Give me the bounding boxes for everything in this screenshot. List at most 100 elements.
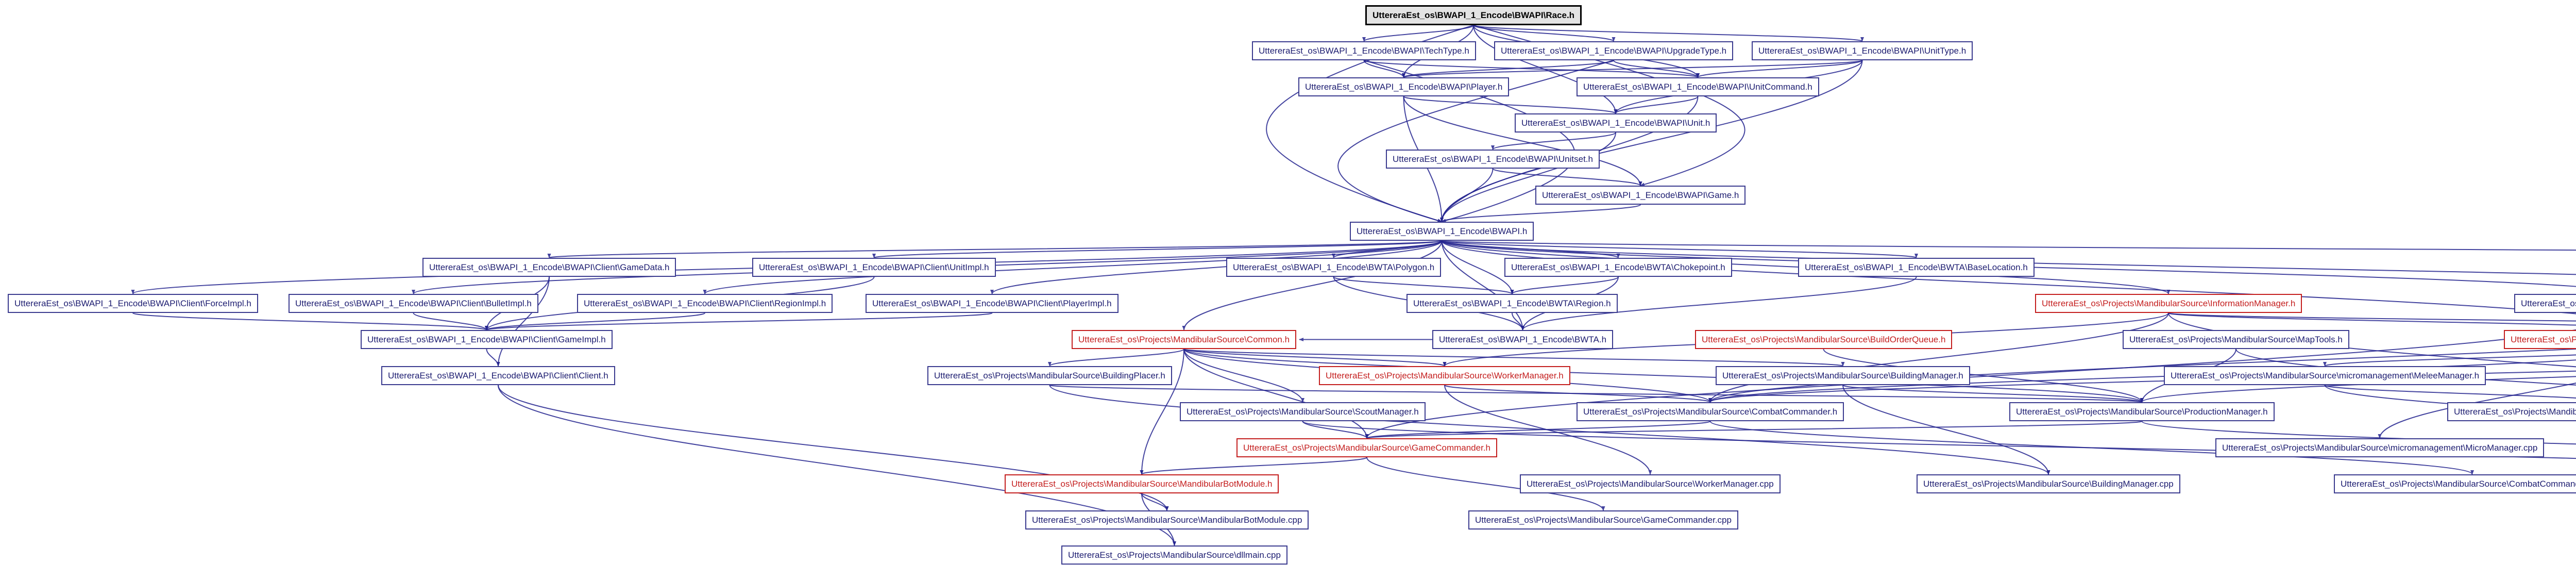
graph-edge-bwapi--c_unitimpl (872, 240, 1443, 258)
graph-edge-infomanager_h--strategymanager_h (2168, 312, 2576, 322)
graph-edge-unitcommand--unit (1614, 96, 1699, 114)
graph-edge-unit--unitset (1491, 132, 1616, 150)
graph-edge-c_gamedata--c_client (496, 276, 550, 367)
graph-edge-bwapi--squadorder_h (1441, 240, 2576, 251)
graph-edge-infomanager_h--micromanager_h (2168, 312, 2576, 326)
graph-node-c_bulletimpl[interactable]: UttereraEst_os\BWAPI_1_Encode\BWAPI\Clie… (289, 294, 538, 313)
graph-node-infomanager_h[interactable]: UttereraEst_os\Projects\MandibularSource… (2035, 294, 2302, 313)
graph-edge-buildingmanager_h--buildingmanager_cpp (1842, 385, 2050, 475)
graph-node-module_h[interactable]: UttereraEst_os\Projects\MandibularSource… (1005, 474, 1279, 494)
graph-edge-gamecommander_h--module_h (1140, 457, 1367, 475)
graph-node-unitset[interactable]: UttereraEst_os\BWAPI_1_Encode\BWAPI\Unit… (1386, 150, 1600, 169)
graph-edge-maptools_h--infomanager_cpp (2235, 349, 2576, 386)
graph-node-c_gamedata[interactable]: UttereraEst_os\BWAPI_1_Encode\BWAPI\Clie… (422, 258, 676, 277)
graph-edge-buildorderqueue_h--productionmanager_h (1823, 349, 2144, 403)
graph-edge-module_h--module_cpp (1141, 493, 1169, 511)
graph-edge-unittype--unitcommand (1696, 60, 1863, 78)
graph-edge-bwta_region--bwta_h (1512, 312, 1524, 330)
graph-node-bwapi[interactable]: UttereraEst_os\BWAPI_1_Encode\BWAPI.h (1350, 222, 1534, 241)
graph-node-game[interactable]: UttereraEst_os\BWAPI_1_Encode\BWAPI\Game… (1535, 186, 1746, 205)
graph-edge-bwta_chokepoint--bwta_region (1510, 276, 1619, 294)
graph-edge-bwapi--bwta_h (1441, 240, 1524, 330)
graph-edge-race--unittype (1473, 25, 1864, 42)
graph-node-unitcommand[interactable]: UttereraEst_os\BWAPI_1_Encode\BWAPI\Unit… (1577, 77, 1819, 97)
graph-node-bwta_polygon[interactable]: UttereraEst_os\BWAPI_1_Encode\BWTA\Polyg… (1226, 258, 1442, 277)
graph-edge-gamecommander_h--gamecommander_cpp (1366, 457, 1605, 511)
graph-edge-common--workermanager_h (1183, 349, 1447, 367)
graph-edge-unit--bwapi (1440, 132, 1616, 222)
graph-node-c_playerimpl[interactable]: UttereraEst_os\BWAPI_1_Encode\BWAPI\Clie… (866, 294, 1118, 313)
graph-edge-c_forceimpl--c_gameimpl (132, 312, 488, 330)
graph-node-buildingmanager_h[interactable]: UttereraEst_os\Projects\MandibularSource… (1716, 366, 1970, 386)
graph-edge-c_gameimpl--c_client (486, 349, 500, 367)
graph-node-combatcommander_cpp[interactable]: UttereraEst_os\Projects\MandibularSource… (2334, 474, 2576, 494)
graph-node-workermanager_h[interactable]: UttereraEst_os\Projects\MandibularSource… (1319, 366, 1570, 386)
graph-node-meleemanager_h[interactable]: UttereraEst_os\Projects\MandibularSource… (2164, 366, 2486, 386)
graph-node-common[interactable]: UttereraEst_os\Projects\MandibularSource… (1072, 330, 1297, 350)
graph-edge-bwapi--c_regionimpl (703, 240, 1443, 294)
graph-edge-bwapi--bwta_baselocation (1441, 240, 1918, 258)
graph-node-module_cpp[interactable]: UttereraEst_os\Projects\MandibularSource… (1025, 510, 1309, 530)
graph-edge-squad_h--combatcommander_h (1708, 348, 2576, 403)
graph-edge-bwapi--bwta_region (1441, 240, 1514, 294)
graph-edge-bwapi--micromanager_h (1441, 240, 2576, 315)
graph-edge-upgradetype--bwapi (1337, 60, 1614, 223)
graph-node-player[interactable]: UttereraEst_os\BWAPI_1_Encode\BWAPI\Play… (1298, 77, 1510, 97)
graph-node-race[interactable]: UttereraEst_os\BWAPI_1_Encode\BWAPI\Race… (1365, 5, 1582, 26)
graph-node-dllmain_cpp[interactable]: UttereraEst_os\Projects\MandibularSource… (1061, 545, 1287, 565)
graph-node-c_client[interactable]: UttereraEst_os\BWAPI_1_Encode\BWAPI\Clie… (381, 366, 615, 386)
graph-node-combatcommander_h[interactable]: UttereraEst_os\Projects\MandibularSource… (1577, 402, 1844, 422)
graph-node-maptools_h[interactable]: UttereraEst_os\Projects\MandibularSource… (2123, 330, 2349, 350)
graph-edge-workermanager_h--combatcommander_h (1444, 385, 1712, 403)
graph-edge-common--module_h (1140, 349, 1184, 475)
graph-edge-micromanager_h--micromanager_cpp (2378, 382, 2576, 439)
graph-node-techtype[interactable]: UttereraEst_os\BWAPI_1_Encode\BWAPI\Tech… (1252, 41, 1476, 61)
graph-node-gamecommander_h[interactable]: UttereraEst_os\Projects\MandibularSource… (1236, 438, 1497, 458)
graph-node-unittype[interactable]: UttereraEst_os\BWAPI_1_Encode\BWAPI\Unit… (1752, 41, 1973, 61)
graph-edge-bwta_polygon--bwta_region (1333, 276, 1514, 294)
graph-node-bwta_h[interactable]: UttereraEst_os\BWAPI_1_Encode\BWTA.h (1432, 330, 1614, 350)
graph-edge-bwapi--bwta_polygon (1332, 240, 1443, 258)
graph-edge-bwta_baselocation--bwta_h (1521, 276, 1917, 330)
graph-node-c_forceimpl[interactable]: UttereraEst_os\BWAPI_1_Encode\BWAPI\Clie… (8, 294, 258, 313)
graph-node-c_unitimpl[interactable]: UttereraEst_os\BWAPI_1_Encode\BWAPI\Clie… (752, 258, 996, 277)
graph-node-scoutmanager_h[interactable]: UttereraEst_os\Projects\MandibularSource… (1180, 402, 1426, 422)
graph-node-upgradetype[interactable]: UttereraEst_os\BWAPI_1_Encode\BWAPI\Upgr… (1494, 41, 1734, 61)
graph-edge-game--bwapi (1440, 204, 1641, 222)
graph-node-mapgrid_h[interactable]: UttereraEst_os\Projects\MandibularSource… (2514, 294, 2576, 313)
graph-edge-micromanager_h--meleemanager_h (2323, 354, 2576, 367)
graph-node-gamecommander_cpp[interactable]: UttereraEst_os\Projects\MandibularSource… (1468, 510, 1738, 530)
graph-edge-c_regionimpl--c_gameimpl (485, 312, 705, 330)
graph-node-bwta_baselocation[interactable]: UttereraEst_os\BWAPI_1_Encode\BWTA\BaseL… (1798, 258, 2035, 277)
graph-edge-bwapi--squad_h (1441, 240, 2576, 275)
graph-node-buildingmanager_cpp[interactable]: UttereraEst_os\Projects\MandibularSource… (1917, 474, 2180, 494)
graph-node-bwta_chokepoint[interactable]: UttereraEst_os\BWAPI_1_Encode\BWTA\Choke… (1504, 258, 1732, 277)
graph-node-productionmanager_h[interactable]: UttereraEst_os\Projects\MandibularSource… (2009, 402, 2275, 422)
graph-node-c_gameimpl[interactable]: UttereraEst_os\BWAPI_1_Encode\BWAPI\Clie… (361, 330, 613, 350)
graph-edge-combatcommander_h--gamecommander_h (1365, 421, 1711, 439)
graph-edge-productionmanager_h--productionmanager_cpp (2141, 421, 2576, 445)
graph-node-meleemanager_cpp[interactable]: UttereraEst_os\Projects\MandibularSource… (2447, 402, 2576, 422)
graph-edge-unitset--bwapi (1440, 168, 1494, 222)
graph-edge-c_bulletimpl--c_gameimpl (413, 312, 488, 330)
graph-node-buildorderqueue_h[interactable]: UttereraEst_os\Projects\MandibularSource… (1695, 330, 1953, 350)
graph-edge-player--game (1403, 96, 1642, 186)
graph-edge-common--productionmanager_h (1183, 349, 2144, 403)
graph-node-micromanager_h[interactable]: UttereraEst_os\Projects\MandibularSource… (2504, 330, 2576, 350)
graph-node-micromanager_cpp[interactable]: UttereraEst_os\Projects\MandibularSource… (2215, 438, 2545, 458)
graph-node-buildingplacer_h[interactable]: UttereraEst_os\Projects\MandibularSource… (927, 366, 1172, 386)
graph-node-bwta_region[interactable]: UttereraEst_os\BWAPI_1_Encode\BWTA\Regio… (1406, 294, 1618, 313)
graph-edge-bwapi--common (1182, 240, 1443, 330)
graph-edge-scoutmanager_h--gamecommander_h (1302, 421, 1369, 439)
graph-node-c_regionimpl[interactable]: UttereraEst_os\BWAPI_1_Encode\BWAPI\Clie… (577, 294, 833, 313)
graph-edge-c_playerimpl--c_gameimpl (485, 312, 993, 330)
graph-edge-buildingmanager_h--productionmanager_h (1842, 385, 2144, 403)
graph-edge-common--buildingmanager_h (1183, 349, 1844, 367)
graph-node-unit[interactable]: UttereraEst_os\BWAPI_1_Encode\BWAPI\Unit… (1515, 113, 1717, 133)
graph-edge-bwapi--c_playerimpl (990, 240, 1443, 294)
graph-edge-player--unit (1403, 96, 1618, 114)
graph-node-workermanager_cpp[interactable]: UttereraEst_os\Projects\MandibularSource… (1520, 474, 1781, 494)
graph-edge-infomanager_h--combatcommander_h (1708, 312, 2169, 403)
